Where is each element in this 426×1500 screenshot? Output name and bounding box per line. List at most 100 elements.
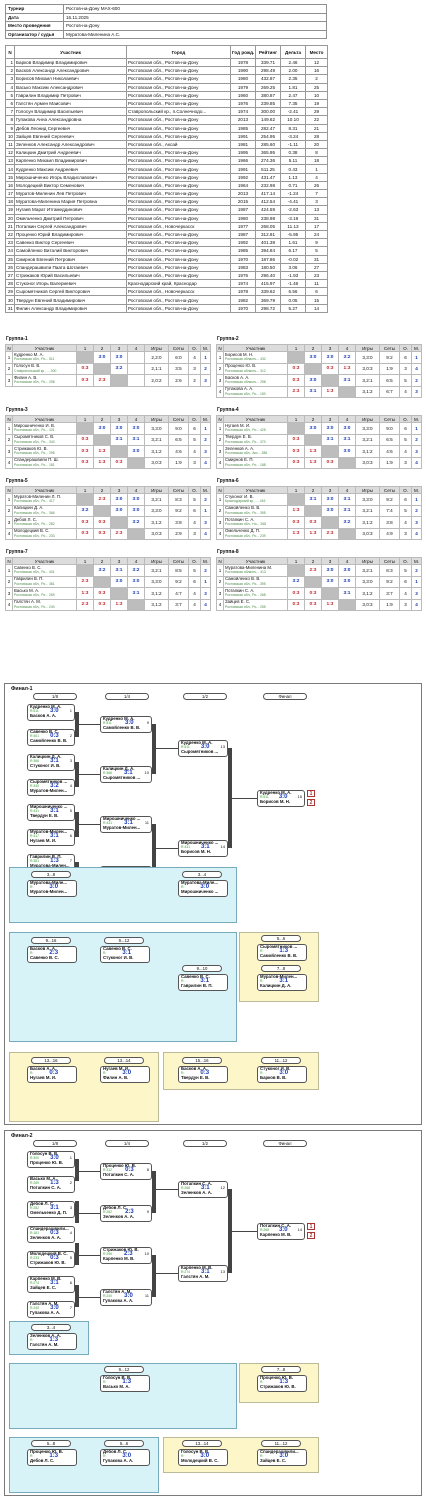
group-score-cell[interactable]: 2:3 [110, 527, 128, 540]
group-score-cell[interactable]: 0:3 [76, 456, 94, 469]
group-score-cell[interactable]: 3:0 [338, 575, 356, 588]
group-score-cell[interactable]: 0:3 [287, 362, 305, 375]
group-score-cell[interactable]: 0:3 [287, 445, 305, 458]
group-score-cell[interactable]: 0:3 [93, 527, 111, 540]
group-score-cell[interactable]: 3:0 [321, 351, 339, 364]
group-score-cell[interactable]: 3:2 [127, 516, 145, 529]
group-score-cell[interactable]: 1:3 [110, 598, 128, 611]
group-score-cell[interactable]: 3:0 [93, 422, 111, 435]
group-score-cell[interactable]: 3:2 [110, 362, 128, 375]
group-score-cell[interactable]: 3:0 [321, 422, 339, 435]
group-score-cell[interactable]: 3:0 [110, 575, 128, 588]
group-score-cell[interactable]: 0:3 [287, 598, 305, 611]
group-score-cell[interactable]: 0:3 [76, 433, 94, 446]
group-score-cell[interactable]: 0:3 [304, 587, 322, 600]
group-score-cell[interactable]: 1:3 [76, 587, 94, 600]
group-score-cell[interactable]: 0:3 [287, 516, 305, 529]
group-score-cell[interactable]: 3:0 [304, 374, 322, 387]
group-score-cell[interactable]: 3:1 [338, 493, 356, 506]
group-score-cell[interactable]: 0:3 [76, 445, 94, 458]
group-score-cell[interactable]: 0:3 [321, 362, 339, 375]
group-score-cell[interactable]: 3:1 [110, 433, 128, 446]
group-score-cell[interactable]: 0:3 [76, 362, 94, 375]
group-score-cell[interactable]: 3:2 [93, 564, 111, 577]
group-score-cell[interactable]: 3:1 [338, 433, 356, 446]
group-score-cell[interactable]: 3:0 [110, 504, 128, 517]
group-score-cell[interactable]: 3:2 [338, 351, 356, 364]
group-score-cell[interactable]: 2:3 [321, 527, 339, 540]
group-score-cell[interactable]: 0:3 [287, 587, 305, 600]
group-score-cell[interactable]: 3:1 [304, 493, 322, 506]
group-score-cell[interactable]: 0:3 [110, 456, 128, 469]
group-score-cell[interactable]: 3:0 [127, 504, 145, 517]
group-score-cell[interactable]: 3:0 [321, 564, 339, 577]
group-score-cell[interactable]: 3:0 [127, 493, 145, 506]
group-score-cell[interactable]: 1:3 [321, 385, 339, 398]
group-score-cell[interactable]: 3:1 [110, 564, 128, 577]
group-score-cell[interactable]: 3:2 [287, 575, 305, 588]
group-score-cell[interactable]: 0:3 [287, 456, 305, 469]
group-score-cell[interactable]: 2:3 [93, 493, 111, 506]
group-score-cell[interactable]: 3:0 [127, 422, 145, 435]
group-score-cell[interactable]: 3:0 [338, 445, 356, 458]
group-score-cell[interactable]: 3:1 [304, 385, 322, 398]
group-score-cell[interactable]: 0:3 [93, 516, 111, 529]
group-score-cell[interactable]: 1:3 [304, 527, 322, 540]
group-score-cell[interactable]: 1:3 [304, 445, 322, 458]
group-score-cell[interactable]: 3:0 [338, 564, 356, 577]
group-score-cell[interactable]: 1:3 [287, 504, 305, 517]
group-score-cell[interactable]: 1:3 [304, 456, 322, 469]
group-score-cell[interactable]: 3:1 [127, 587, 145, 600]
group-score-cell[interactable]: 0:3 [287, 374, 305, 387]
group-score-cell[interactable]: 2:3 [287, 385, 305, 398]
group-score-cell[interactable]: 3:1 [338, 374, 356, 387]
group-score-cell[interactable]: 1:3 [321, 598, 339, 611]
group-score-cell[interactable]: 0:3 [76, 527, 94, 540]
group-score-cell[interactable]: 0:3 [287, 433, 305, 446]
group-score-cell[interactable]: 3:0 [110, 493, 128, 506]
group-score-cell[interactable]: 2:3 [93, 374, 111, 387]
group-score-cell[interactable]: 2:3 [76, 598, 94, 611]
group-score-cell[interactable]: 2:3 [304, 564, 322, 577]
group-score-cell[interactable]: 1:3 [93, 445, 111, 458]
group-score-cell[interactable]: 3:0 [110, 422, 128, 435]
group-score-cell[interactable]: 3:1 [338, 587, 356, 600]
group-score-cell[interactable]: 0:3 [93, 587, 111, 600]
group-score-cell[interactable]: 3:0 [304, 422, 322, 435]
group-score-cell[interactable]: 0:3 [93, 598, 111, 611]
group-score-cell[interactable]: 3:0 [127, 575, 145, 588]
group-score-cell[interactable]: 1:3 [287, 527, 305, 540]
group-score-cell[interactable]: 0:3 [76, 516, 94, 529]
group-score-cell[interactable]: 3:2 [76, 504, 94, 517]
group-score-cell[interactable]: 3:1 [127, 433, 145, 446]
group-score-cell[interactable]: 3:0 [321, 493, 339, 506]
